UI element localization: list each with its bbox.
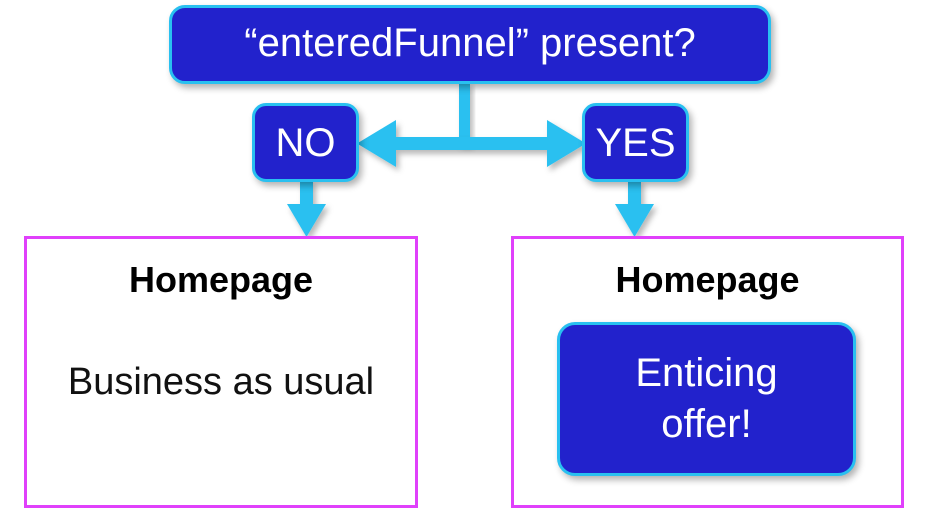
- double-arrow-no-yes-icon: [357, 120, 586, 167]
- offer-line-1: Enticing: [635, 350, 778, 395]
- branch-label-no: NO: [275, 120, 336, 165]
- enticing-offer-button[interactable]: Enticing offer!: [557, 322, 856, 476]
- page-title-yes: Homepage: [615, 259, 800, 300]
- branch-label-yes: YES: [595, 120, 676, 165]
- branch-box-yes[interactable]: YES: [582, 103, 689, 182]
- arrow-no-to-page-icon: [287, 180, 326, 237]
- stem-from-decision-icon: [459, 82, 470, 144]
- decision-label: “enteredFunnel” present?: [244, 21, 696, 65]
- page-title-no: Homepage: [128, 259, 314, 300]
- branch-box-no[interactable]: NO: [252, 103, 359, 182]
- outcome-page-no: Homepage Business as usual: [24, 236, 418, 508]
- page-body-no: Business as usual: [67, 361, 375, 403]
- decision-box[interactable]: “enteredFunnel” present?: [169, 5, 771, 84]
- arrow-yes-to-page-icon: [615, 180, 654, 237]
- offer-line-2: offer!: [661, 402, 752, 446]
